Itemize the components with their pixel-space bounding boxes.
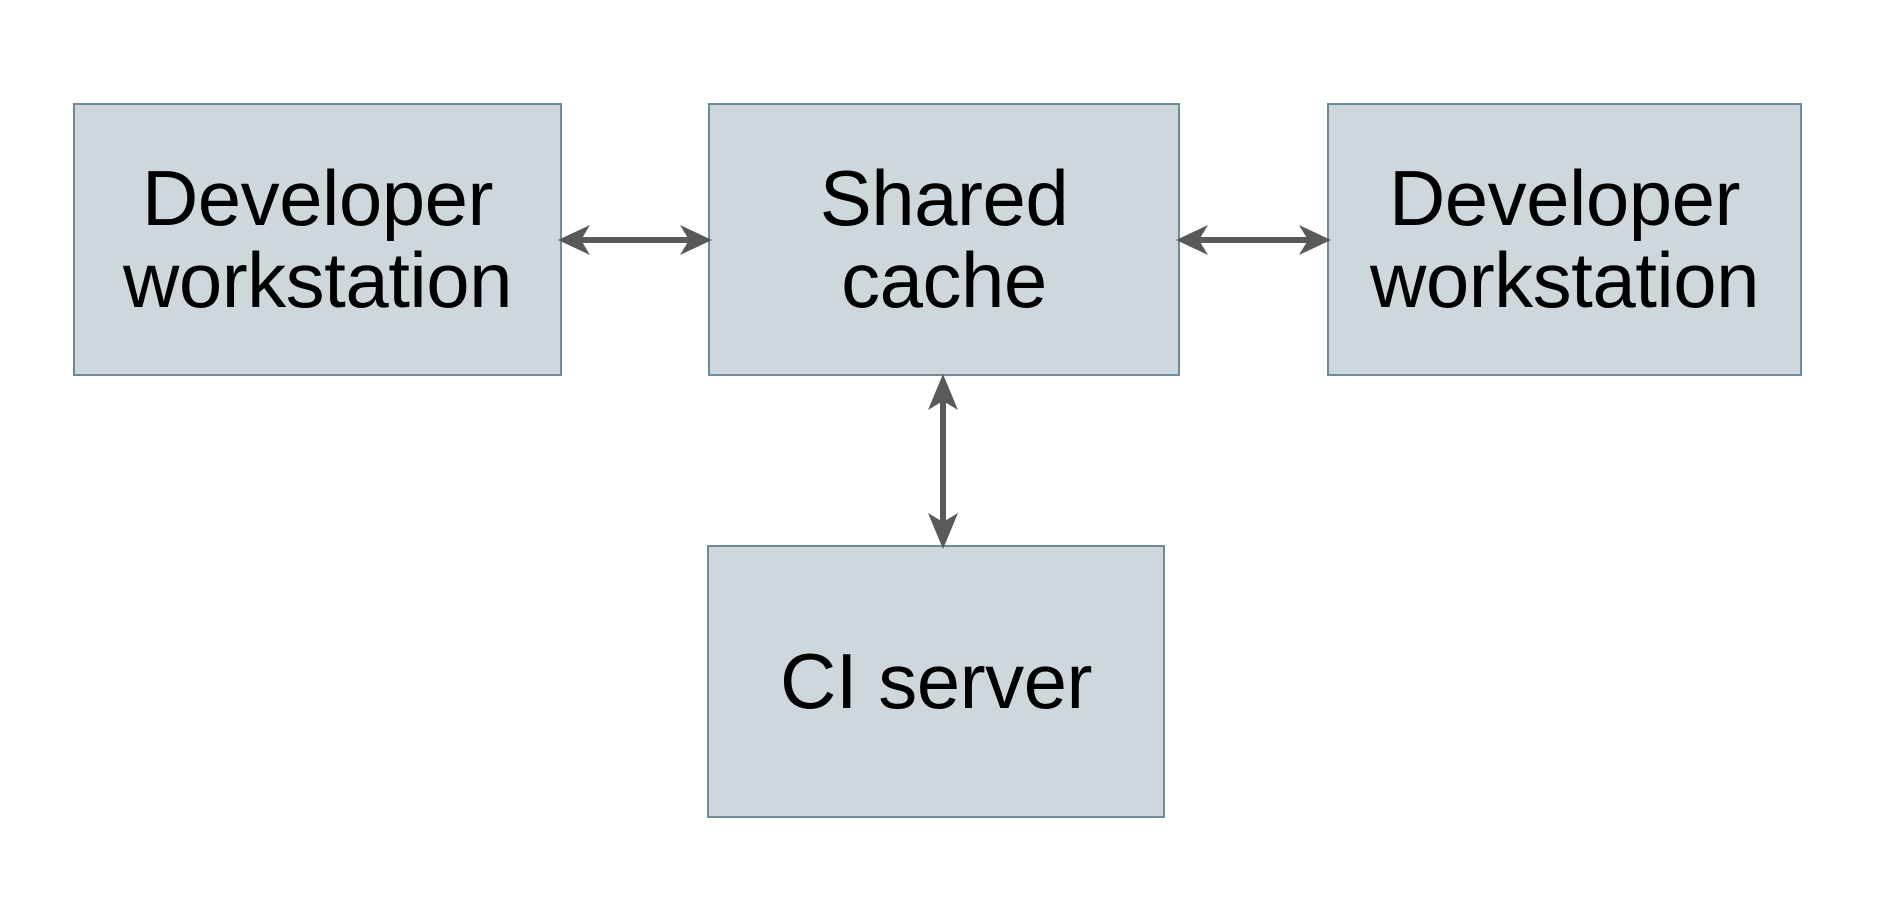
connector-shared-cache-to-ci-server <box>909 372 977 551</box>
double-headed-arrow-icon <box>1176 225 1331 255</box>
node-label-shared-cache: Shared cache <box>819 154 1069 324</box>
connector-left-workstation-to-shared-cache <box>556 206 714 274</box>
node-shared-cache[interactable]: Shared cache <box>708 103 1180 376</box>
node-label-ci-server: CI server <box>780 636 1092 725</box>
double-headed-arrow-icon <box>558 225 712 255</box>
node-label-developer-workstation-right: Developer workstation <box>1370 154 1760 324</box>
node-ci-server[interactable]: CI server <box>707 545 1165 818</box>
connector-shared-cache-to-right-workstation <box>1174 206 1333 274</box>
double-headed-arrow-icon <box>928 374 958 549</box>
node-developer-workstation-left[interactable]: Developer workstation <box>73 103 562 376</box>
node-label-developer-workstation-left: Developer workstation <box>123 154 513 324</box>
node-developer-workstation-right[interactable]: Developer workstation <box>1327 103 1802 376</box>
